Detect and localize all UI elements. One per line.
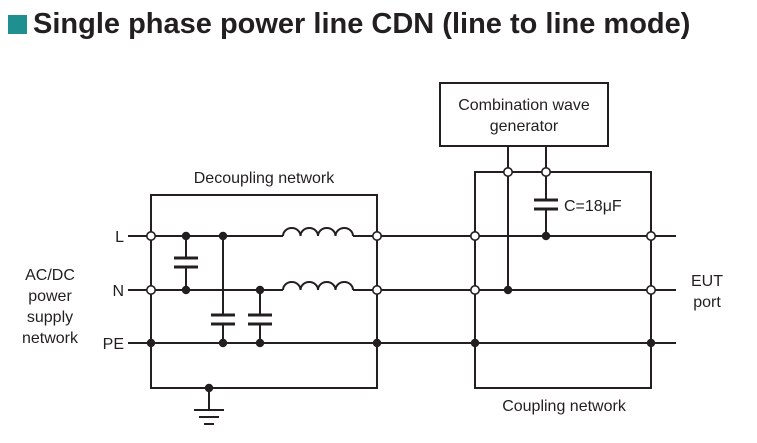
coupling-network-box	[474, 171, 652, 389]
supply-label-line4: network	[22, 330, 79, 347]
decoupling-network-label: Decoupling network	[194, 170, 336, 187]
terminal-l-eut	[645, 231, 656, 242]
eut-label-line1: EUT	[691, 273, 723, 290]
terminal-gen-n	[502, 167, 513, 178]
junction-n-cap2	[255, 285, 265, 295]
junction-pe-cap2	[255, 338, 265, 348]
terminal-l-decoupling-out	[371, 231, 382, 242]
generator-box	[439, 82, 609, 147]
junction-ground	[204, 383, 214, 393]
junction-pe-coupling	[470, 338, 480, 348]
terminal-l-in	[146, 231, 157, 242]
terminal-n-in	[146, 284, 157, 295]
line-label-n: N	[112, 283, 124, 300]
terminal-n-eut	[645, 284, 656, 295]
supply-label-line3: supply	[27, 309, 73, 326]
generator-label-line2: generator	[490, 118, 559, 135]
page-title: Single phase power line CDN (line to lin…	[8, 6, 690, 42]
junction-n-cap	[181, 285, 191, 295]
capacitor-value-label: C=18μF	[564, 198, 622, 215]
supply-label-line2: power	[28, 288, 72, 305]
title-text: Single phase power line CDN (line to lin…	[33, 7, 691, 40]
line-label-pe: PE	[103, 336, 124, 353]
supply-label-line1: AC/DC	[25, 267, 75, 284]
junction-pe-cap1	[218, 338, 228, 348]
terminal-l-coupling-in	[469, 231, 480, 242]
terminal-n-coupling-in	[469, 284, 480, 295]
junction-coupling-l	[541, 231, 551, 241]
inductor-l	[282, 227, 354, 237]
eut-label-line2: port	[693, 294, 721, 311]
junction-l-cap	[181, 231, 191, 241]
junction-coupling-n	[503, 285, 513, 295]
junction-pe-eut	[646, 338, 656, 348]
junction-l-cap2	[218, 231, 228, 241]
inductor-n	[282, 281, 354, 291]
junction-pe-in	[146, 338, 156, 348]
terminal-gen-l	[540, 167, 551, 178]
coupling-network-label: Coupling network	[502, 398, 627, 415]
line-label-l: L	[115, 229, 124, 246]
generator-label-line1: Combination wave	[458, 97, 590, 114]
junction-pe-decoupling	[372, 338, 382, 348]
title-marker-icon	[8, 14, 27, 34]
terminal-n-decoupling-out	[371, 284, 382, 295]
